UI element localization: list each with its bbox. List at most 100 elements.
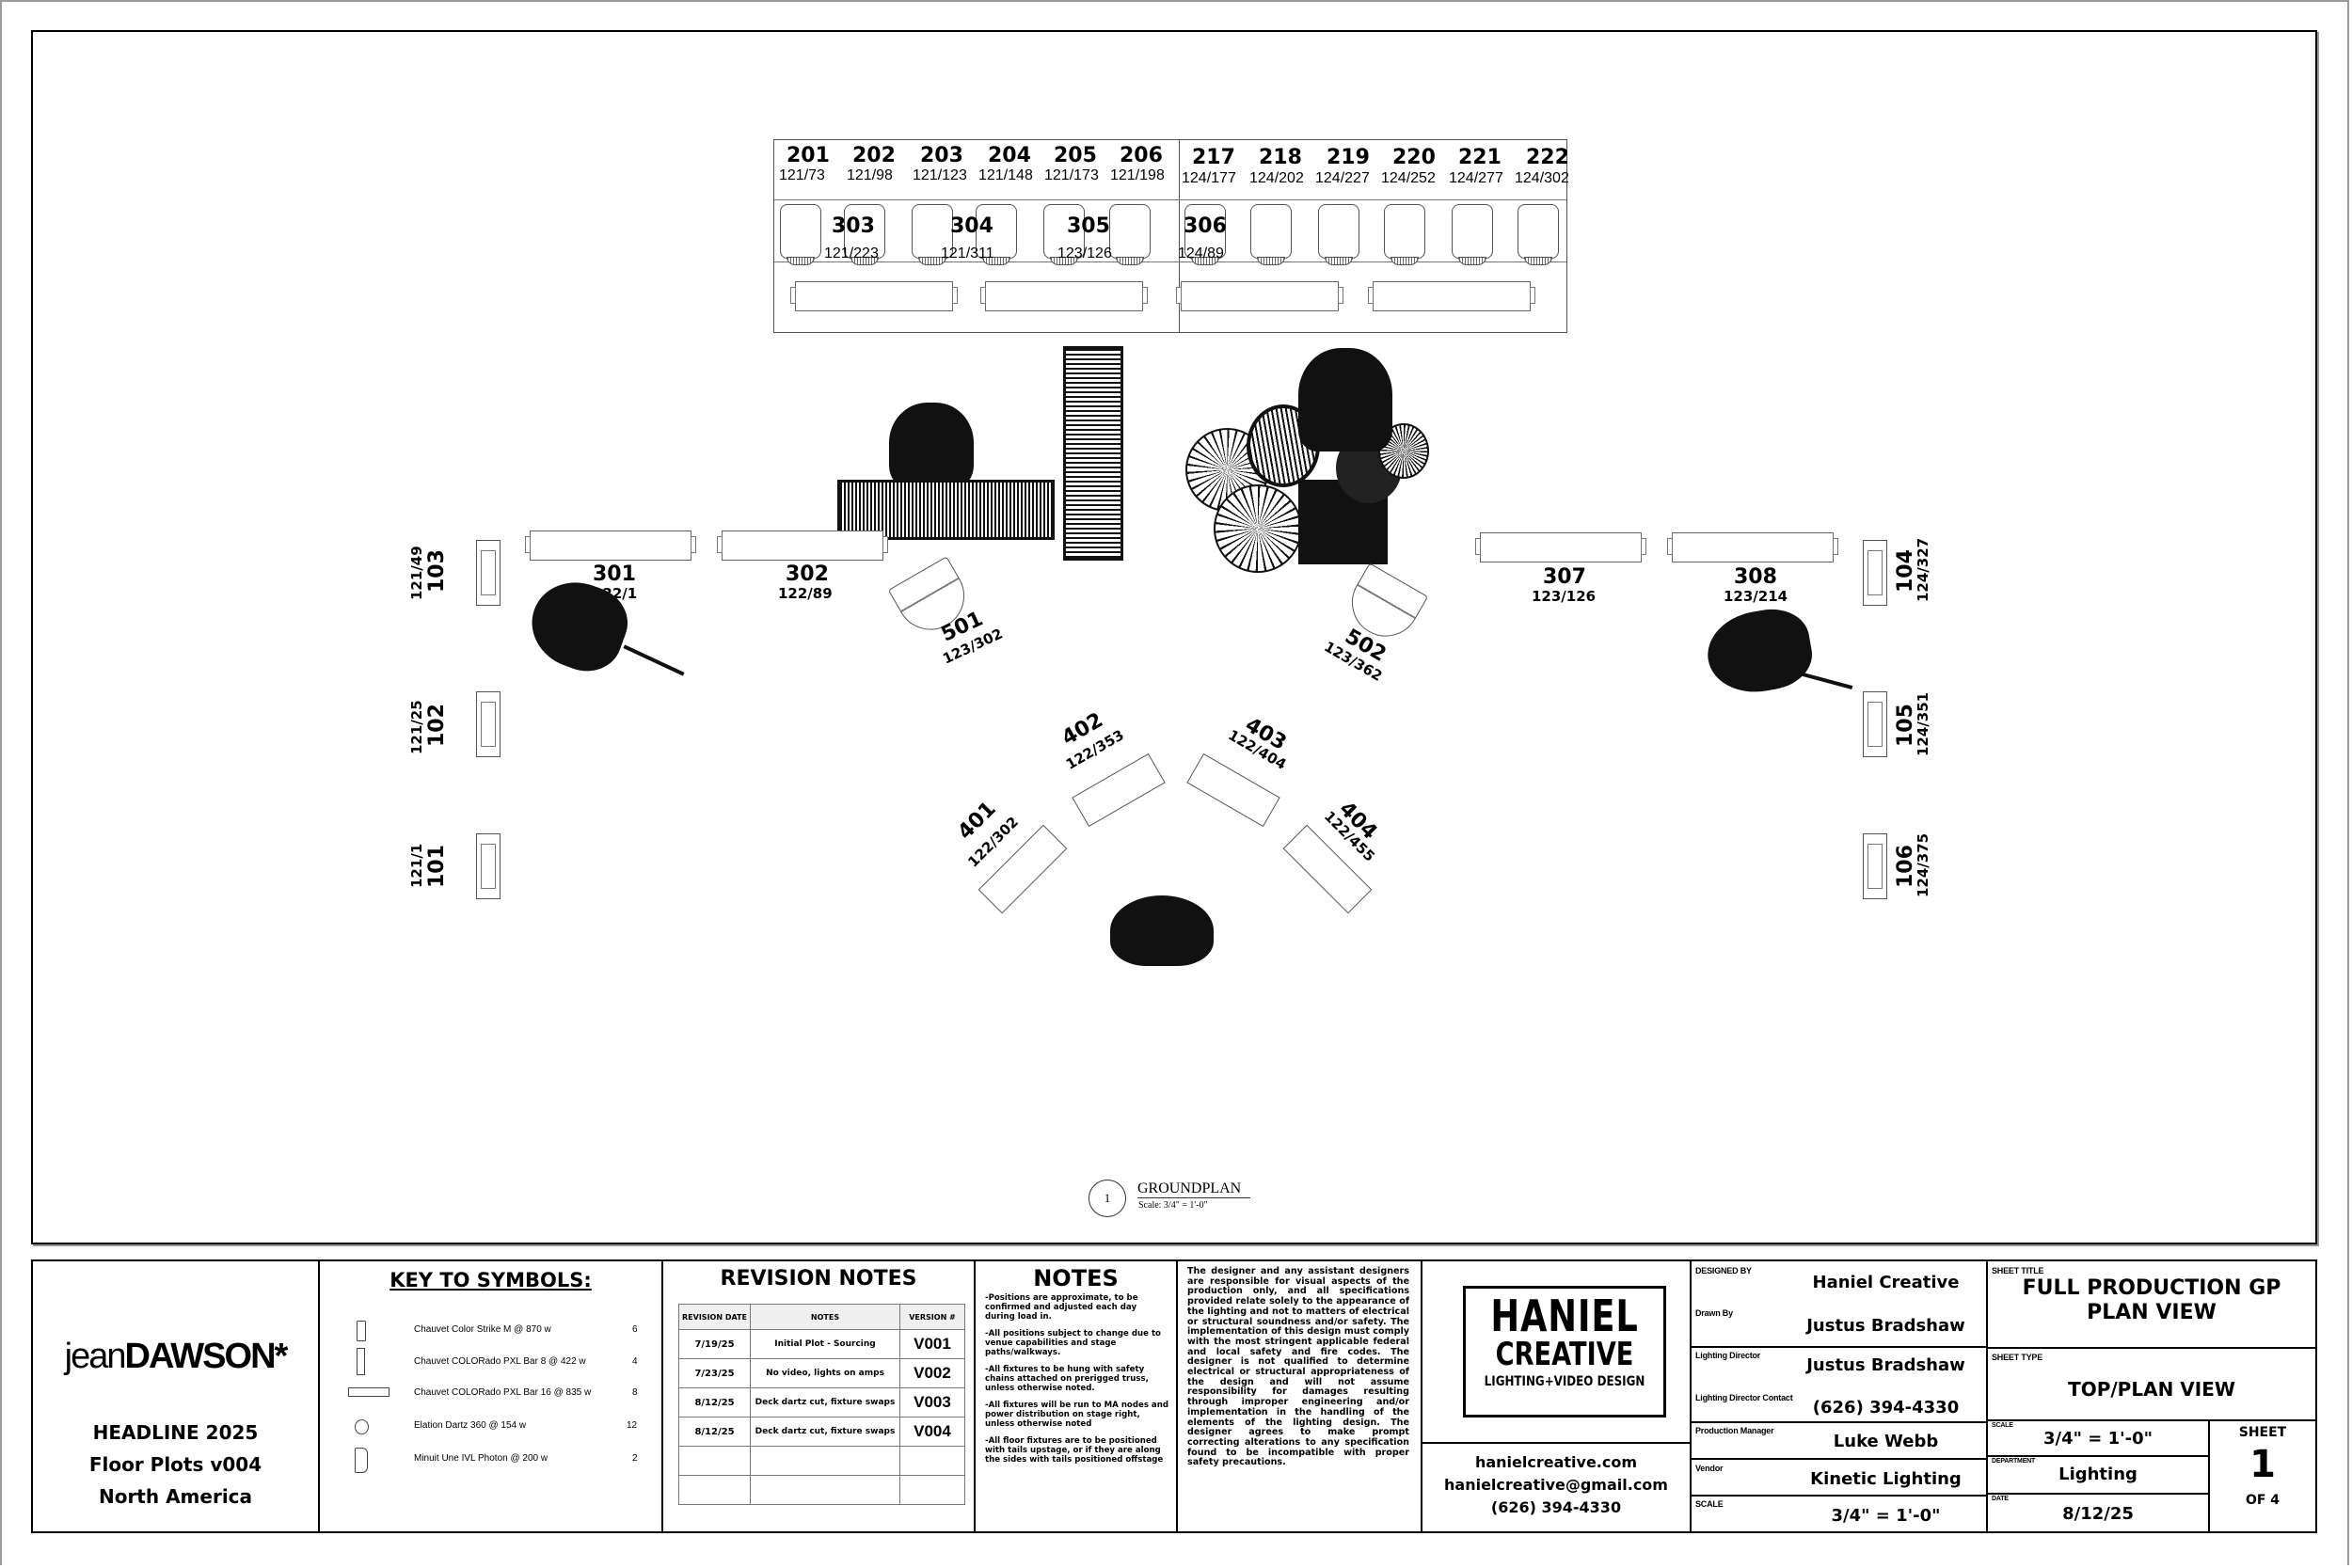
fixture-id: 308 <box>1734 565 1777 589</box>
key-item: Chauvet COLORado PXL Bar 8 @ 422 w 4 <box>320 1348 663 1376</box>
color-strike-fixture <box>476 833 501 899</box>
riser-bar <box>790 281 958 311</box>
groundplan-scale: Scale: 3/4" = 1'-0" <box>1138 1200 1208 1211</box>
riser-bar <box>980 281 1148 311</box>
color-strike-icon <box>357 1321 366 1341</box>
fixture-id: 301 <box>593 562 636 586</box>
riser-bar <box>1176 281 1343 311</box>
drawing-frame <box>31 30 2317 1244</box>
note-item: -All floor fixtures are to be positioned… <box>985 1436 1164 1465</box>
riser-divider <box>1179 140 1180 332</box>
credits-scale: 3/4" = 1'-0" <box>1831 1506 1941 1526</box>
sheet-date: 8/12/25 <box>2062 1504 2134 1524</box>
pxl-bar-8-icon <box>357 1348 365 1375</box>
fixture-label-105: 105 124/351 <box>1894 691 1931 756</box>
fixture-label-106: 106 124/375 <box>1894 832 1931 897</box>
pxl-bar-16-fixture <box>1475 532 1646 562</box>
company-phone: (626) 394-4330 <box>1490 1498 1622 1516</box>
note-item: -All positions subject to change due to … <box>985 1329 1161 1357</box>
fixture-address: 121/98 <box>847 167 893 183</box>
title-block: jeanDAWSON* HEADLINE 2025 Floor Plots v0… <box>31 1259 2317 1533</box>
sheet-meta: SCALE 3/4" = 1'-0" DEPARTMENT Lighting D… <box>1988 1419 2208 1532</box>
color-strike-icon <box>1318 204 1359 265</box>
fixture-id: 203 <box>920 144 963 167</box>
lighting-director: Justus Bradshaw <box>1806 1355 1965 1375</box>
upstage-riser <box>773 139 1567 333</box>
col-header: REVISION DATE <box>678 1304 751 1330</box>
fixture-address: 124/252 <box>1381 170 1436 186</box>
color-strike-icon <box>912 204 953 265</box>
vendor: Kinetic Lighting <box>1810 1469 1962 1489</box>
fixture-id: 307 <box>1543 565 1586 589</box>
color-strike-icon <box>780 204 821 265</box>
sheet-type: TOP/PLAN VIEW <box>2068 1378 2235 1401</box>
key-item: Chauvet COLORado PXL Bar 16 @ 835 w 8 <box>320 1382 663 1410</box>
company-logo: HANIEL CREATIVE LIGHTING+VIDEO DESIGN <box>1463 1286 1666 1418</box>
fixture-address: 121/198 <box>1110 167 1165 183</box>
production-manager: Luke Webb <box>1833 1432 1939 1451</box>
color-strike-icon <box>1518 204 1559 265</box>
fixture-id: 304 <box>950 214 993 238</box>
fixture-address: 123/214 <box>1724 588 1788 605</box>
fixture-id: 201 <box>787 144 830 167</box>
fixture-id: 202 <box>852 144 896 167</box>
fixture-address: 121/311 <box>941 245 994 261</box>
fixture-address: 121/123 <box>913 167 967 183</box>
color-strike-icon <box>976 204 1017 265</box>
fixture-label-101: 101 121/1 <box>408 843 449 888</box>
col-header: NOTES <box>750 1304 900 1330</box>
fixture-id: 303 <box>832 214 875 238</box>
groundplan-number: 1 <box>1089 1180 1126 1217</box>
table-row: 7/19/25 Initial Plot - Sourcing V001 <box>678 1329 965 1359</box>
notes-title: NOTES <box>1033 1265 1119 1291</box>
designed-by: Haniel Creative <box>1812 1273 1960 1292</box>
fixture-id: 222 <box>1526 146 1569 169</box>
tour-info: HEADLINE 2025 Floor Plots v004 North Ame… <box>33 1417 318 1513</box>
color-strike-icon <box>1043 204 1085 265</box>
color-strike-icon <box>1452 204 1493 265</box>
fixture-address: 121/148 <box>978 167 1033 183</box>
fixture-id: 221 <box>1458 146 1502 169</box>
table-row: 8/12/25 Deck dartz cut, fixture swaps V0… <box>678 1417 965 1447</box>
fixture-address: 124/302 <box>1515 170 1569 186</box>
fixture-address: 121/73 <box>779 167 825 183</box>
key-item: Elation Dartz 360 @ 154 w 12 <box>320 1414 663 1442</box>
pxl-bar-16-fixture <box>717 531 888 561</box>
color-strike-row <box>774 199 1566 265</box>
fixture-id: 204 <box>988 144 1031 167</box>
color-strike-fixture <box>1863 833 1887 899</box>
note-item: -All fixtures to be hung with safety cha… <box>985 1365 1149 1393</box>
fixture-id: 206 <box>1120 144 1163 167</box>
company-website[interactable]: hanielcreative.com <box>1474 1453 1638 1471</box>
note-item: -All fixtures will be run to MA nodes an… <box>985 1401 1168 1429</box>
fixture-label-104: 104 124/327 <box>1894 537 1931 602</box>
sheet-panel: SHEET TITLE FULL PRODUCTION GP PLAN VIEW… <box>1988 1261 2315 1531</box>
fixture-id: 306 <box>1184 214 1227 238</box>
table-row <box>678 1475 965 1505</box>
sheet-number-box: SHEET 1 OF 4 <box>2210 1425 2315 1508</box>
lighting-director-contact: (626) 394-4330 <box>1812 1398 1960 1418</box>
fixture-id: 220 <box>1392 146 1436 169</box>
pxl-bar-16-fixture <box>1667 532 1838 562</box>
company-contact: hanielcreative.com hanielcreative@gmail.… <box>1422 1451 1690 1519</box>
color-strike-icon <box>1109 204 1151 265</box>
plot-version: Floor Plots v004 <box>88 1453 262 1476</box>
revision-title: REVISION NOTES <box>720 1267 917 1291</box>
fixture-id: 205 <box>1054 144 1097 167</box>
color-strike-icon <box>1384 204 1425 265</box>
fixture-label-103: 103 121/49 <box>408 546 449 600</box>
color-strike-fixture <box>1863 691 1887 757</box>
fixture-address: 123/126 <box>1057 245 1112 261</box>
fixture-id: 302 <box>786 562 829 586</box>
key-item: Minuit Une IVL Photon @ 200 w 2 <box>320 1446 663 1474</box>
revision-table: REVISION DATE NOTES VERSION # 7/19/25 In… <box>678 1304 965 1505</box>
company-email[interactable]: hanielcreative@gmail.com <box>1444 1476 1668 1494</box>
fixture-address: 124/277 <box>1449 170 1503 186</box>
keyboard-stand <box>837 480 1055 540</box>
pxl-bar-16-fixture <box>525 531 696 561</box>
fixture-id: 219 <box>1327 146 1370 169</box>
key-item: Chauvet Color Strike M @ 870 w 6 <box>320 1318 663 1346</box>
artist-panel: jeanDAWSON* HEADLINE 2025 Floor Plots v0… <box>33 1261 320 1531</box>
color-strike-icon <box>1184 204 1226 265</box>
